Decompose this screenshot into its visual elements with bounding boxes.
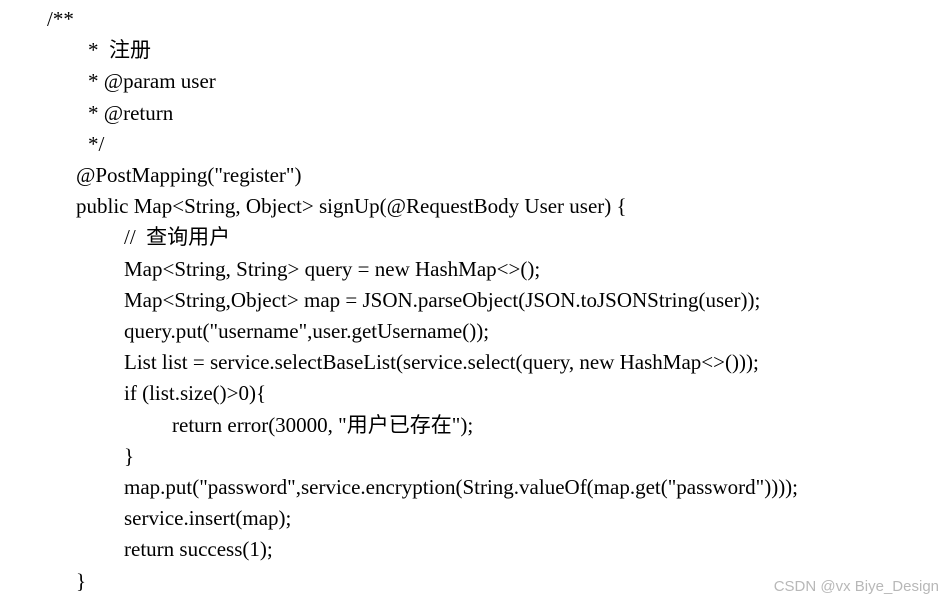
code-line: Map<String, String> query = new HashMap<… xyxy=(124,256,541,281)
watermark: CSDN @vx Biye_Design xyxy=(773,578,939,595)
code-line: } xyxy=(124,443,135,468)
code-line: */ xyxy=(88,131,105,156)
code-line: public Map<String, Object> signUp(@Reque… xyxy=(76,194,627,219)
code-line: query.put("username",user.getUsername())… xyxy=(124,319,490,343)
code-line: return success(1); xyxy=(124,537,273,562)
code-line: service.insert(map); xyxy=(124,506,292,531)
code-line: return error(30000, "用户已存在"); xyxy=(172,412,474,437)
code-line: map.put("password",service.encryption(St… xyxy=(124,475,799,499)
code-line: // 查询用户 xyxy=(124,225,231,250)
code-line: if (list.size()>0){ xyxy=(124,381,267,406)
code-line: * @return xyxy=(88,100,174,125)
code-line: List list = service.selectBaseList(servi… xyxy=(124,350,759,375)
code-line: * @param user xyxy=(88,69,216,94)
code-line: @PostMapping("register") xyxy=(76,163,302,187)
code-line: } xyxy=(76,568,87,593)
code-line: /** xyxy=(47,7,74,31)
code-line: Map<String,Object> map = JSON.parseObjec… xyxy=(124,287,761,312)
code-line: * 注册 xyxy=(88,38,151,63)
